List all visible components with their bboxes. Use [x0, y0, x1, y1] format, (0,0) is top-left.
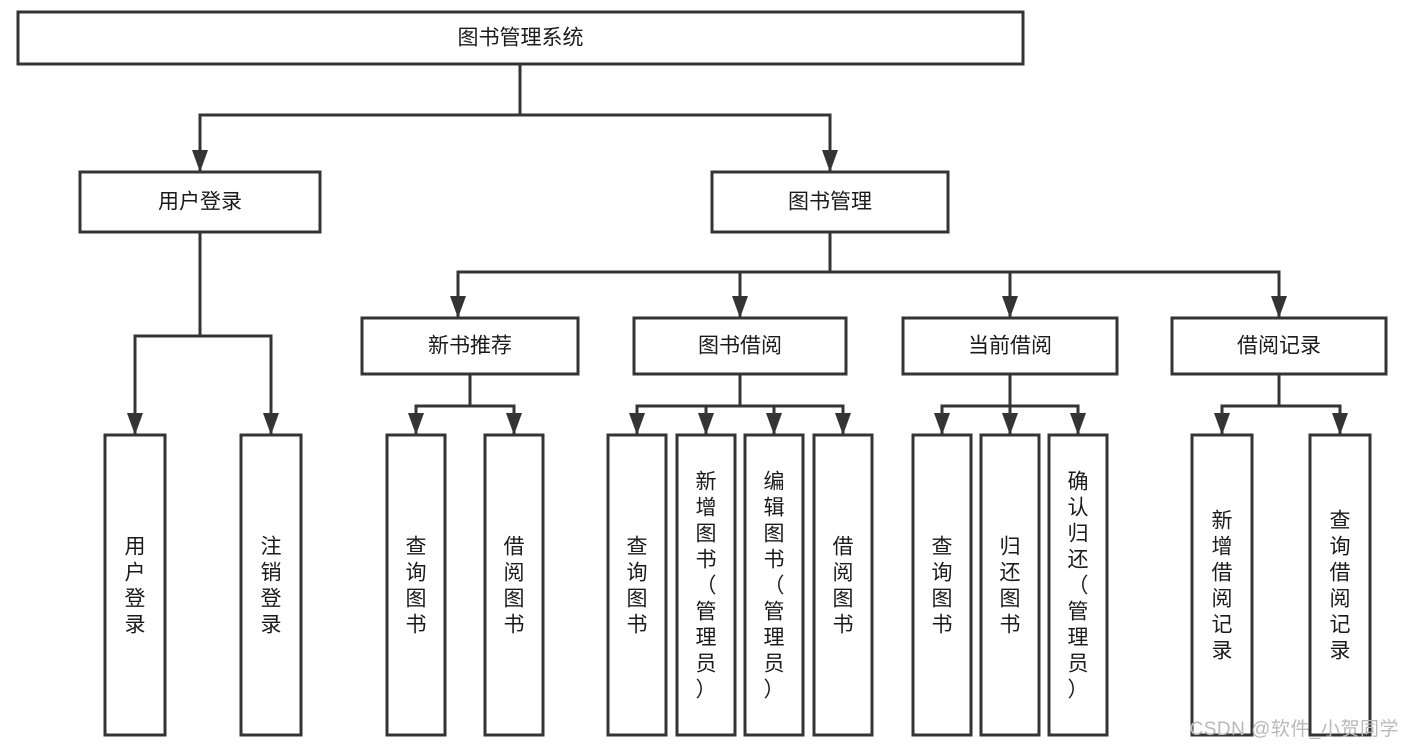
node-root[interactable]: 图书管理系统 — [16, 10, 1025, 66]
connector-conn-new-book-recommend — [408, 372, 522, 437]
node-box-user-login — [78, 170, 322, 234]
connector-conn-root — [192, 62, 838, 174]
node-box-leaf-edit-book — [743, 433, 805, 737]
arrow-head-icon — [408, 413, 424, 435]
node-box-new-book-recommend — [360, 316, 580, 376]
arrow-head-icon — [127, 413, 143, 435]
node-label-root: 图书管理系统 — [458, 27, 584, 50]
node-current-borrow[interactable]: 当前借阅 — [901, 316, 1119, 376]
node-box-book-manage — [710, 170, 950, 234]
node-label-leaf-query-record: 查询借阅记录 — [1330, 509, 1351, 662]
arrow-head-icon — [1070, 413, 1086, 435]
node-label-leaf-query-book-borrow: 查询图书 — [627, 535, 648, 636]
node-label-current-borrow: 当前借阅 — [968, 335, 1052, 358]
arrow-head-icon — [263, 413, 279, 435]
arrow-head-icon — [1002, 413, 1018, 435]
node-box-leaf-borrow-book — [812, 433, 874, 737]
node-label-leaf-borrow-book: 借阅图书 — [833, 535, 854, 636]
node-label-leaf-confirm-return: 确认归还（管理员） — [1068, 470, 1089, 701]
arrow-head-icon — [835, 413, 851, 435]
csdn-watermark: CSDN @软件_小贺同学 — [1189, 719, 1399, 740]
node-leaf-user-login[interactable]: 用户登录 — [103, 433, 167, 737]
nodes-layer: 图书管理系统用户登录图书管理新书推荐图书借阅当前借阅借阅记录用户登录注销登录查询… — [16, 10, 1388, 737]
node-box-current-borrow — [901, 316, 1119, 376]
node-label-book-borrow: 图书借阅 — [698, 335, 782, 358]
node-leaf-borrow-book-rec[interactable]: 借阅图书 — [483, 433, 545, 737]
node-label-user-login: 用户登录 — [158, 191, 242, 214]
connector-conn-user-login — [127, 230, 279, 437]
node-label-leaf-borrow-book-rec: 借阅图书 — [504, 535, 525, 636]
node-box-leaf-add-record — [1190, 433, 1254, 737]
node-box-leaf-query-record — [1308, 433, 1372, 737]
node-box-leaf-confirm-return — [1047, 433, 1109, 737]
node-leaf-logout[interactable]: 注销登录 — [239, 433, 303, 737]
node-box-borrow-record — [1170, 316, 1388, 376]
node-label-leaf-query-book-cur: 查询图书 — [932, 535, 953, 636]
node-label-leaf-user-login: 用户登录 — [125, 535, 146, 636]
node-leaf-return-book[interactable]: 归还图书 — [979, 433, 1041, 737]
arrow-head-icon — [934, 413, 950, 435]
node-user-login[interactable]: 用户登录 — [78, 170, 322, 234]
node-leaf-query-book-rec[interactable]: 查询图书 — [385, 433, 447, 737]
node-label-leaf-add-record: 新增借阅记录 — [1212, 509, 1233, 662]
node-label-book-manage: 图书管理 — [788, 191, 872, 214]
node-leaf-query-book-cur[interactable]: 查询图书 — [911, 433, 973, 737]
node-label-borrow-record: 借阅记录 — [1237, 335, 1321, 358]
arrow-head-icon — [1332, 413, 1348, 435]
connector-conn-book-manage — [450, 230, 1287, 320]
arrow-head-icon — [698, 413, 714, 435]
arrow-head-icon — [822, 150, 838, 172]
arrow-head-icon — [766, 413, 782, 435]
arrow-head-icon — [629, 413, 645, 435]
node-leaf-query-book-borrow[interactable]: 查询图书 — [606, 433, 668, 737]
node-leaf-confirm-return[interactable]: 确认归还（管理员） — [1047, 433, 1109, 737]
arrow-head-icon — [1002, 296, 1018, 318]
node-leaf-edit-book[interactable]: 编辑图书（管理员） — [743, 433, 805, 737]
arrow-head-icon — [450, 296, 466, 318]
node-leaf-add-record[interactable]: 新增借阅记录 — [1190, 433, 1254, 737]
node-borrow-record[interactable]: 借阅记录 — [1170, 316, 1388, 376]
node-box-leaf-logout — [239, 433, 303, 737]
node-box-root — [16, 10, 1025, 66]
node-label-leaf-edit-book: 编辑图书（管理员） — [764, 470, 785, 701]
connector-conn-borrow-record — [1214, 372, 1348, 437]
node-leaf-add-book[interactable]: 新增图书（管理员） — [675, 433, 737, 737]
node-leaf-query-record[interactable]: 查询借阅记录 — [1308, 433, 1372, 737]
node-label-leaf-logout: 注销登录 — [261, 535, 282, 636]
node-label-new-book-recommend: 新书推荐 — [428, 335, 512, 358]
connector-conn-current-borrow — [934, 372, 1086, 437]
node-box-leaf-query-book-rec — [385, 433, 447, 737]
node-box-leaf-query-book-cur — [911, 433, 973, 737]
node-box-leaf-add-book — [675, 433, 737, 737]
connector-conn-book-borrow — [629, 372, 851, 437]
node-box-leaf-return-book — [979, 433, 1041, 737]
node-box-leaf-user-login — [103, 433, 167, 737]
node-box-book-borrow — [632, 316, 848, 376]
connectors-layer — [127, 62, 1348, 437]
node-label-leaf-add-book: 新增图书（管理员） — [696, 470, 717, 701]
node-book-borrow[interactable]: 图书借阅 — [632, 316, 848, 376]
arrow-head-icon — [192, 150, 208, 172]
arrow-head-icon — [732, 296, 748, 318]
node-new-book-recommend[interactable]: 新书推荐 — [360, 316, 580, 376]
arrow-head-icon — [1214, 413, 1230, 435]
arrow-head-icon — [1271, 296, 1287, 318]
node-box-leaf-borrow-book-rec — [483, 433, 545, 737]
node-label-leaf-return-book: 归还图书 — [1000, 535, 1021, 636]
node-book-manage[interactable]: 图书管理 — [710, 170, 950, 234]
node-box-leaf-query-book-borrow — [606, 433, 668, 737]
node-label-leaf-query-book-rec: 查询图书 — [406, 535, 427, 636]
arrow-head-icon — [506, 413, 522, 435]
node-leaf-borrow-book[interactable]: 借阅图书 — [812, 433, 874, 737]
